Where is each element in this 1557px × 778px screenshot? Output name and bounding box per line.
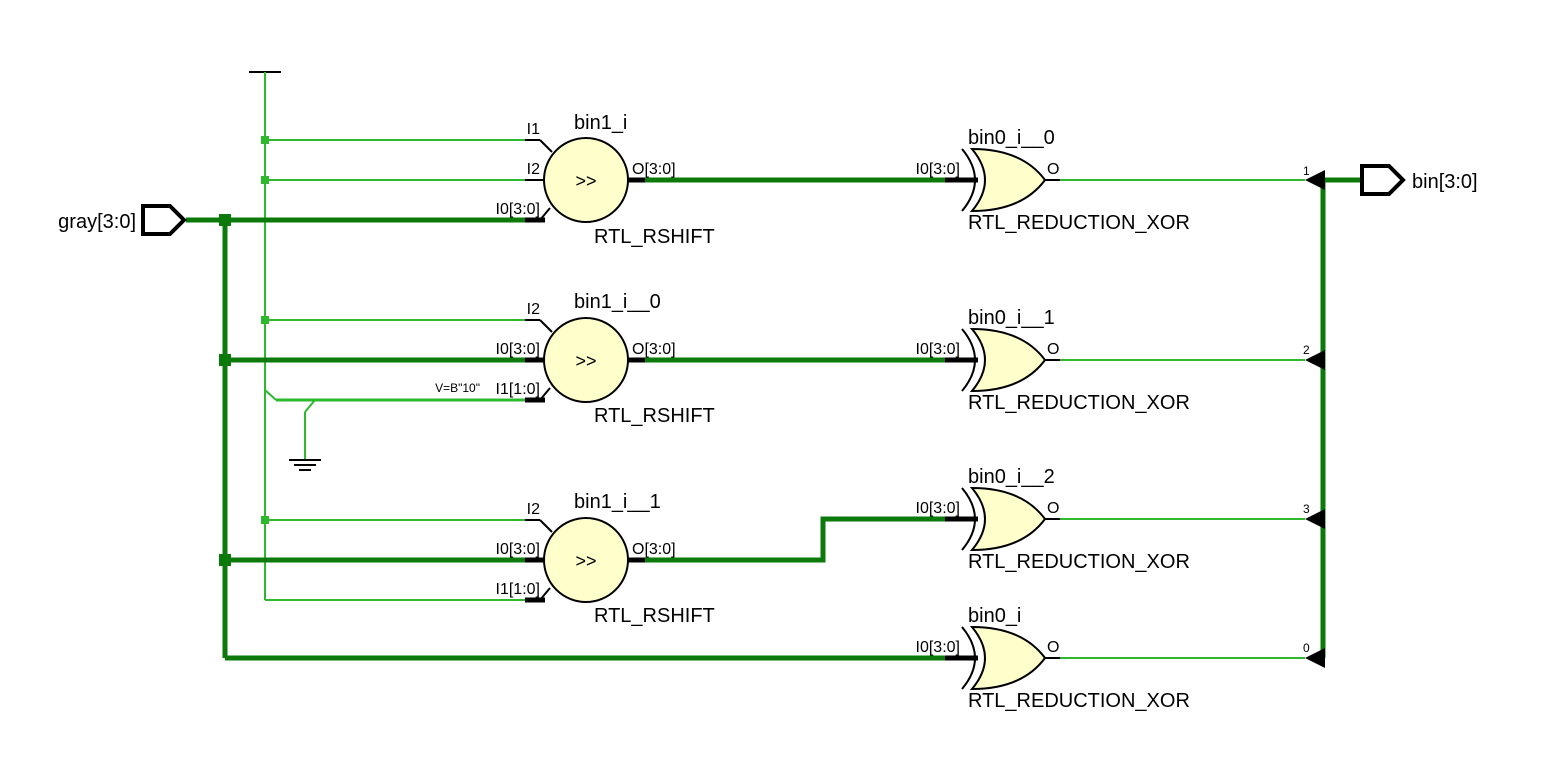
xor-body: [969, 486, 1047, 552]
pin-label: I0[3:0]: [916, 161, 960, 178]
pin-label: O[3:0]: [632, 341, 676, 358]
pin-label: O: [1047, 341, 1059, 358]
pin-label: O: [1047, 639, 1059, 656]
bus-index-1: 1: [1303, 164, 1310, 178]
pin-label: O: [1047, 500, 1059, 517]
gray-bus[interactable]: [186, 214, 945, 661]
pin-label: I0[3:0]: [496, 541, 540, 558]
input-port-gray[interactable]: gray[3:0]: [58, 204, 187, 236]
xor-body: [969, 327, 1047, 393]
shifter-bin1-i-1[interactable]: >> bin1_i__1 RTL_RSHIFT I2 I0[3:0] I1[1:…: [496, 491, 715, 627]
output-port-bin[interactable]: bin[3:0]: [1360, 164, 1478, 196]
pin-label: I0[3:0]: [496, 341, 540, 358]
shifter-body: [543, 137, 629, 223]
input-port-label: gray[3:0]: [58, 211, 136, 233]
bus-index-2: 2: [1303, 343, 1310, 357]
pin-label: I2: [527, 301, 540, 318]
bus-rip-arrow-0: [1305, 648, 1325, 668]
xor-bin0-i-1[interactable]: bin0_i__1 RTL_REDUCTION_XOR I0[3:0] O: [916, 307, 1190, 414]
output-port-label: bin[3:0]: [1412, 171, 1478, 193]
bus-rip-arrow-2: [1305, 350, 1325, 370]
xor-type: RTL_REDUCTION_XOR: [968, 212, 1190, 234]
vcc-net[interactable]: [249, 71, 540, 601]
pin-label: I0[3:0]: [496, 201, 540, 218]
pin-label: O[3:0]: [632, 161, 676, 178]
pin-label: I1[1:0]: [496, 581, 540, 598]
shifter-body: [543, 317, 629, 403]
shifter-name: bin1_i__1: [574, 491, 661, 513]
pin-label: I0[3:0]: [916, 341, 960, 358]
pin-label: O: [1047, 161, 1059, 178]
pin-label: I0[3:0]: [916, 500, 960, 517]
shifter-op: >>: [575, 551, 596, 571]
xor-type: RTL_REDUCTION_XOR: [968, 690, 1190, 712]
ground-symbol: [289, 459, 321, 471]
xor-bin0-i[interactable]: bin0_i RTL_REDUCTION_XOR I0[3:0] O: [916, 605, 1190, 712]
xor-name: bin0_i: [968, 605, 1021, 627]
shifter-op: >>: [575, 351, 596, 371]
shifter-body: [543, 517, 629, 603]
bus-index-3: 3: [1303, 502, 1310, 516]
constant-value-label: V=B"10": [435, 381, 480, 395]
bin-bus[interactable]: 1 2 3 0: [1303, 164, 1362, 668]
pin-label: I1[1:0]: [496, 381, 540, 398]
pin-label: O[3:0]: [632, 541, 676, 558]
shifter-name: bin1_i: [574, 112, 627, 134]
shifter-bin1-i-0[interactable]: >> bin1_i__0 RTL_RSHIFT I2 I0[3:0] I1[1:…: [435, 291, 715, 427]
xor-body: [969, 147, 1047, 213]
xor-input-arc: [961, 148, 976, 212]
shifter-op: >>: [575, 171, 596, 191]
shifter-type: RTL_RSHIFT: [594, 605, 715, 627]
pin-label: I2: [527, 161, 540, 178]
shifter-bin1-i[interactable]: >> bin1_i RTL_RSHIFT I1 I2 I0[3:0] O[3:0…: [496, 112, 715, 248]
pin-label: I1: [527, 121, 540, 138]
shifter-type: RTL_RSHIFT: [594, 226, 715, 248]
xor-name: bin0_i__0: [968, 127, 1055, 149]
xor-type: RTL_REDUCTION_XOR: [968, 392, 1190, 414]
gnd-net[interactable]: [264, 389, 525, 471]
pin-label: I2: [527, 501, 540, 518]
xor-input-arc: [961, 487, 976, 551]
xor-input-arc: [961, 626, 976, 690]
xor-bin0-i-2[interactable]: bin0_i__2 RTL_REDUCTION_XOR I0[3:0] O: [916, 466, 1190, 573]
pin-label: I0[3:0]: [916, 639, 960, 656]
xor-bin0-i-0[interactable]: bin0_i__0 RTL_REDUCTION_XOR I0[3:0] O: [916, 127, 1190, 234]
bus-rip-arrow-1: [1305, 170, 1325, 190]
shifter-type: RTL_RSHIFT: [594, 405, 715, 427]
xor-input-arc: [961, 328, 976, 392]
bus-index-0: 0: [1303, 641, 1310, 655]
xor-name: bin0_i__1: [968, 307, 1055, 329]
shifter-name: bin1_i__0: [574, 291, 661, 313]
xor-type: RTL_REDUCTION_XOR: [968, 551, 1190, 573]
xor-out-nets[interactable]: [1060, 179, 1305, 659]
xor-name: bin0_i__2: [968, 466, 1055, 488]
shift-out-buses[interactable]: [645, 177, 945, 563]
xor-body: [969, 625, 1047, 691]
bus-rip-arrow-3: [1305, 509, 1325, 529]
